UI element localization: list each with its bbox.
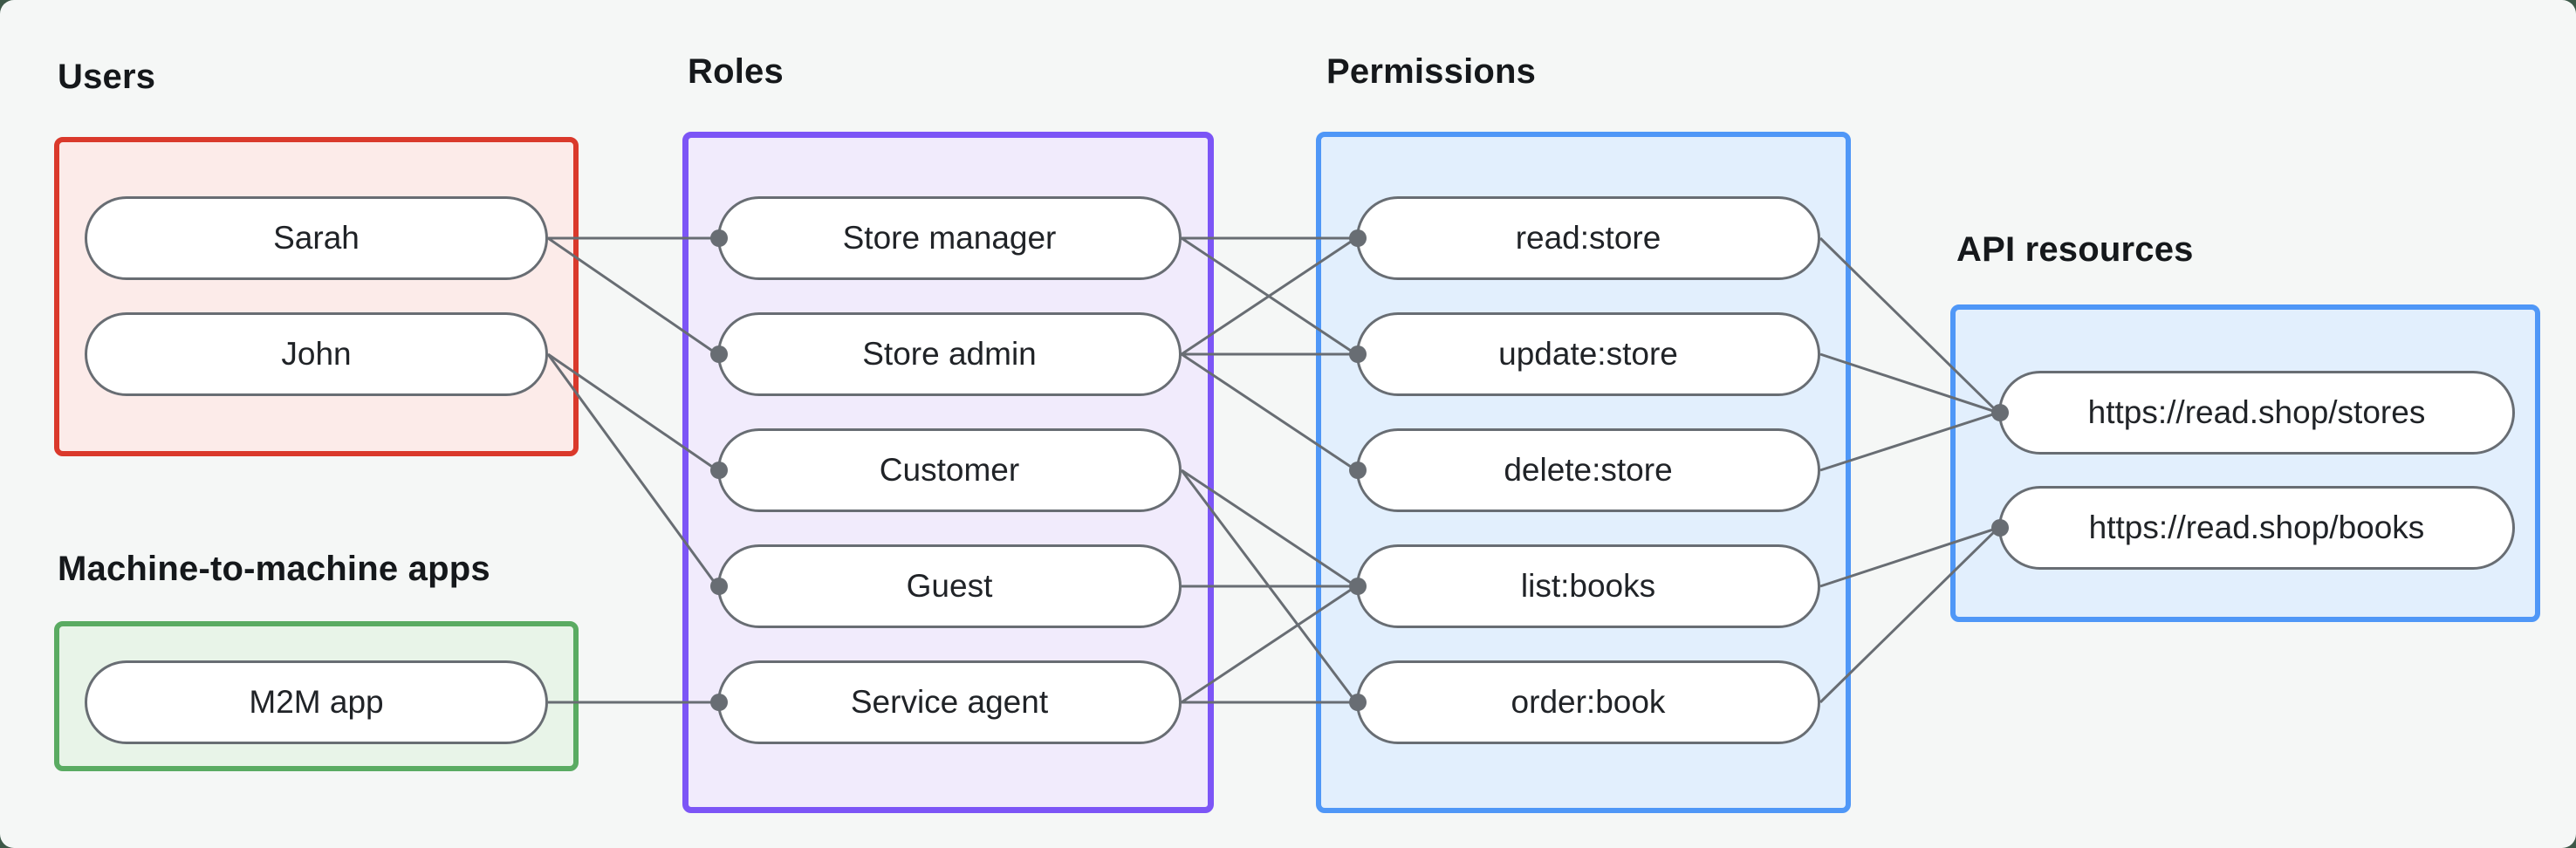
node-list-books: list:books bbox=[1356, 544, 1820, 628]
node-m2m-app: M2M app bbox=[85, 660, 548, 744]
node-customer: Customer bbox=[717, 428, 1182, 512]
node-update-store: update:store bbox=[1356, 312, 1820, 396]
group-label-api-resources: API resources bbox=[1956, 230, 2194, 269]
node-store-manager: Store manager bbox=[717, 196, 1182, 280]
node-order-book: order:book bbox=[1356, 660, 1820, 744]
node-guest: Guest bbox=[717, 544, 1182, 628]
node-sarah: Sarah bbox=[85, 196, 548, 280]
api-resources-group-box bbox=[1950, 304, 2540, 622]
group-label-roles: Roles bbox=[688, 52, 784, 91]
group-label-machine-to-machine-apps: Machine-to-machine apps bbox=[58, 550, 490, 588]
node-delete-store: delete:store bbox=[1356, 428, 1820, 512]
node-store-admin: Store admin bbox=[717, 312, 1182, 396]
node-john: John bbox=[85, 312, 548, 396]
node-stores-api-resource: https://read.shop/stores bbox=[1998, 371, 2515, 455]
node-read-store: read:store bbox=[1356, 196, 1820, 280]
group-label-permissions: Permissions bbox=[1326, 52, 1537, 91]
users-group-box bbox=[54, 137, 579, 456]
node-service-agent: Service agent bbox=[717, 660, 1182, 744]
node-books-api-resource: https://read.shop/books bbox=[1998, 486, 2515, 570]
group-label-users: Users bbox=[58, 58, 156, 96]
